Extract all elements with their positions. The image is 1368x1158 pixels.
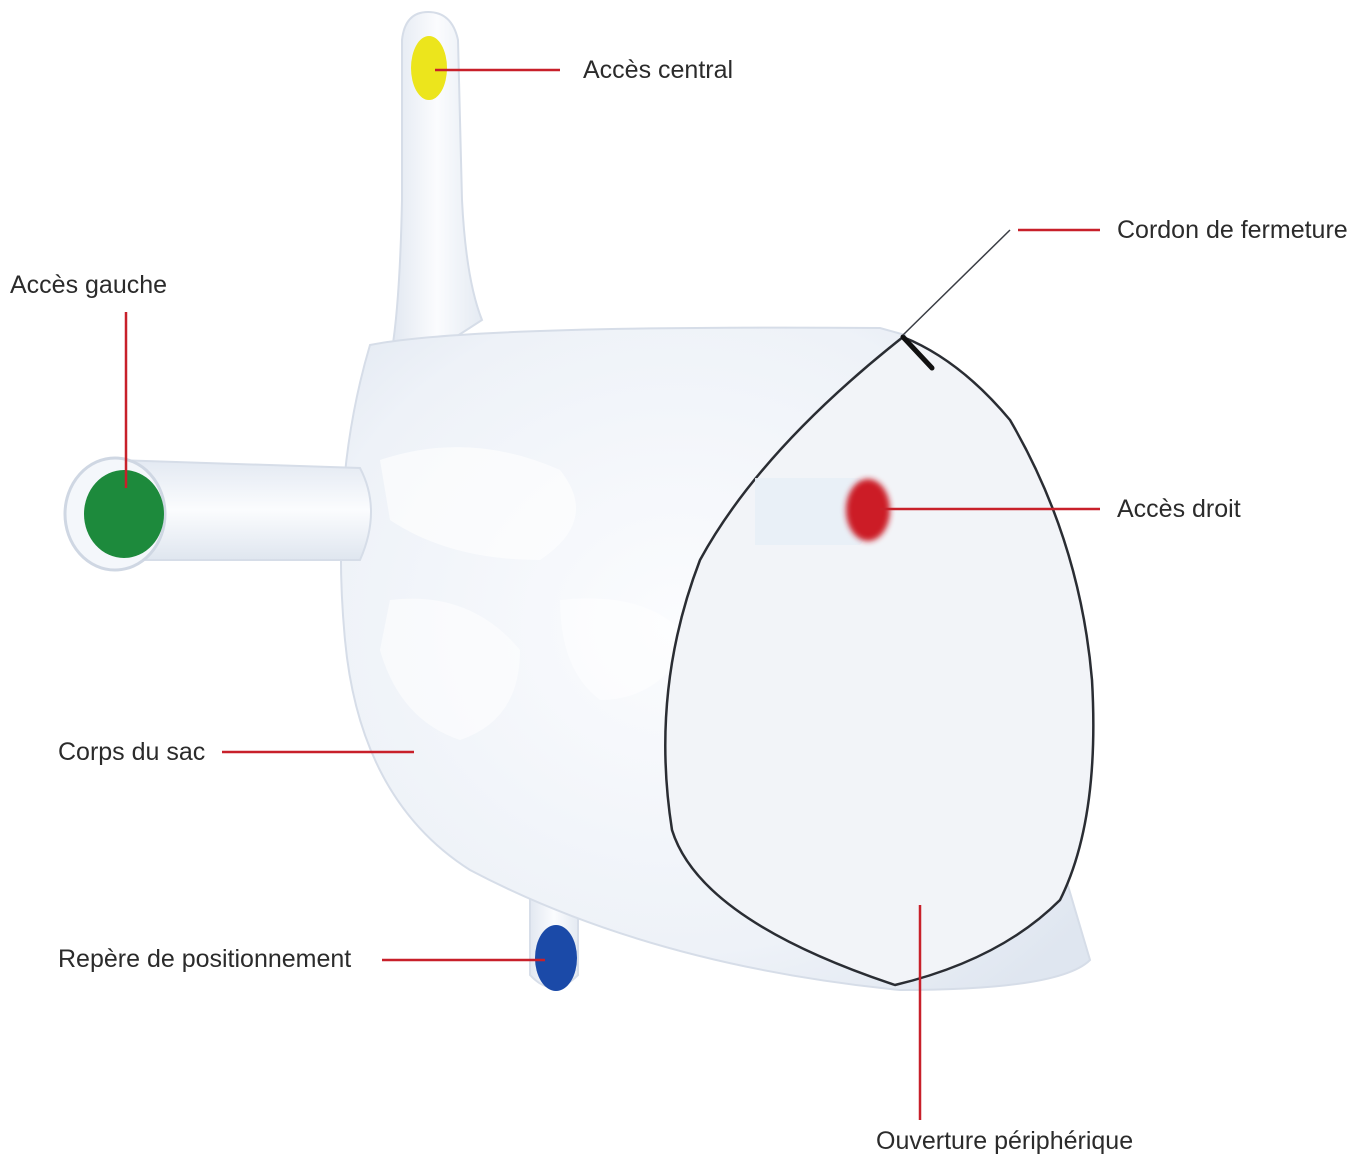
label-positioning-marker: Repère de positionnement: [58, 944, 351, 974]
label-bag-body: Corps du sac: [58, 737, 205, 767]
label-left-access: Accès gauche: [10, 270, 167, 300]
right-port-tube: [755, 478, 890, 545]
left-port-tube: [65, 458, 371, 570]
central-port-tube: [392, 12, 482, 360]
closing-cord: [903, 230, 1010, 335]
label-central-access: Accès central: [583, 55, 733, 85]
central-port: [411, 36, 447, 100]
positioning-marker: [535, 925, 577, 991]
left-port: [84, 470, 164, 558]
label-peripheral-opening: Ouverture périphérique: [876, 1126, 1133, 1156]
label-closing-cord: Cordon de fermeture: [1117, 215, 1348, 245]
label-right-access: Accès droit: [1117, 494, 1241, 524]
